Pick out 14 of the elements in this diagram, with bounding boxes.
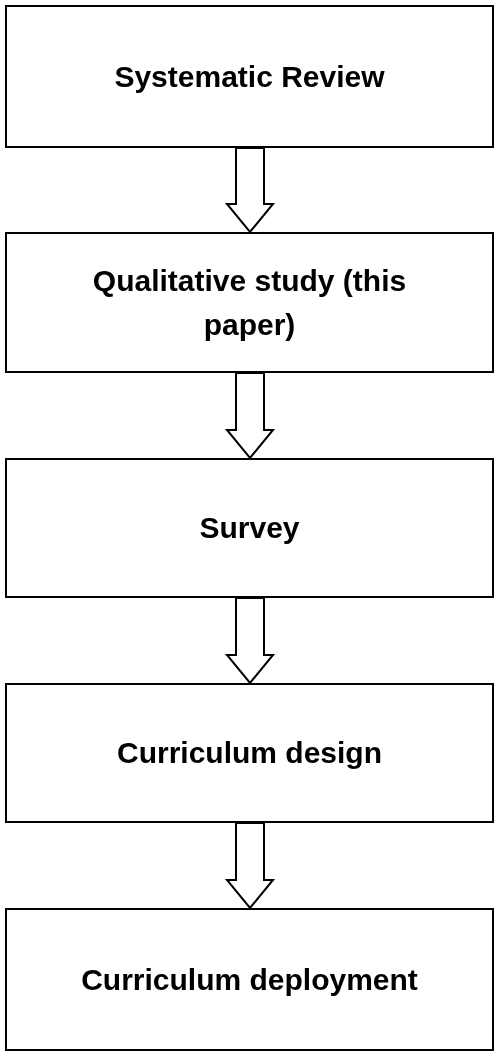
block-arrow	[224, 597, 276, 685]
block-arrow	[224, 822, 276, 910]
box-label: Systematic Review	[114, 58, 385, 95]
box-label: Survey	[199, 510, 300, 547]
process-box	[5, 458, 494, 598]
box-label: Curriculum design	[116, 735, 382, 772]
block-arrow	[224, 147, 276, 234]
box-label: Qualitative study (this paper)	[91, 263, 408, 343]
process-box	[5, 683, 494, 823]
block-arrow	[224, 372, 276, 460]
process-box	[5, 908, 494, 1051]
process-box	[5, 5, 494, 148]
process-box	[5, 232, 494, 373]
box-label: Curriculum deployment	[81, 961, 418, 998]
